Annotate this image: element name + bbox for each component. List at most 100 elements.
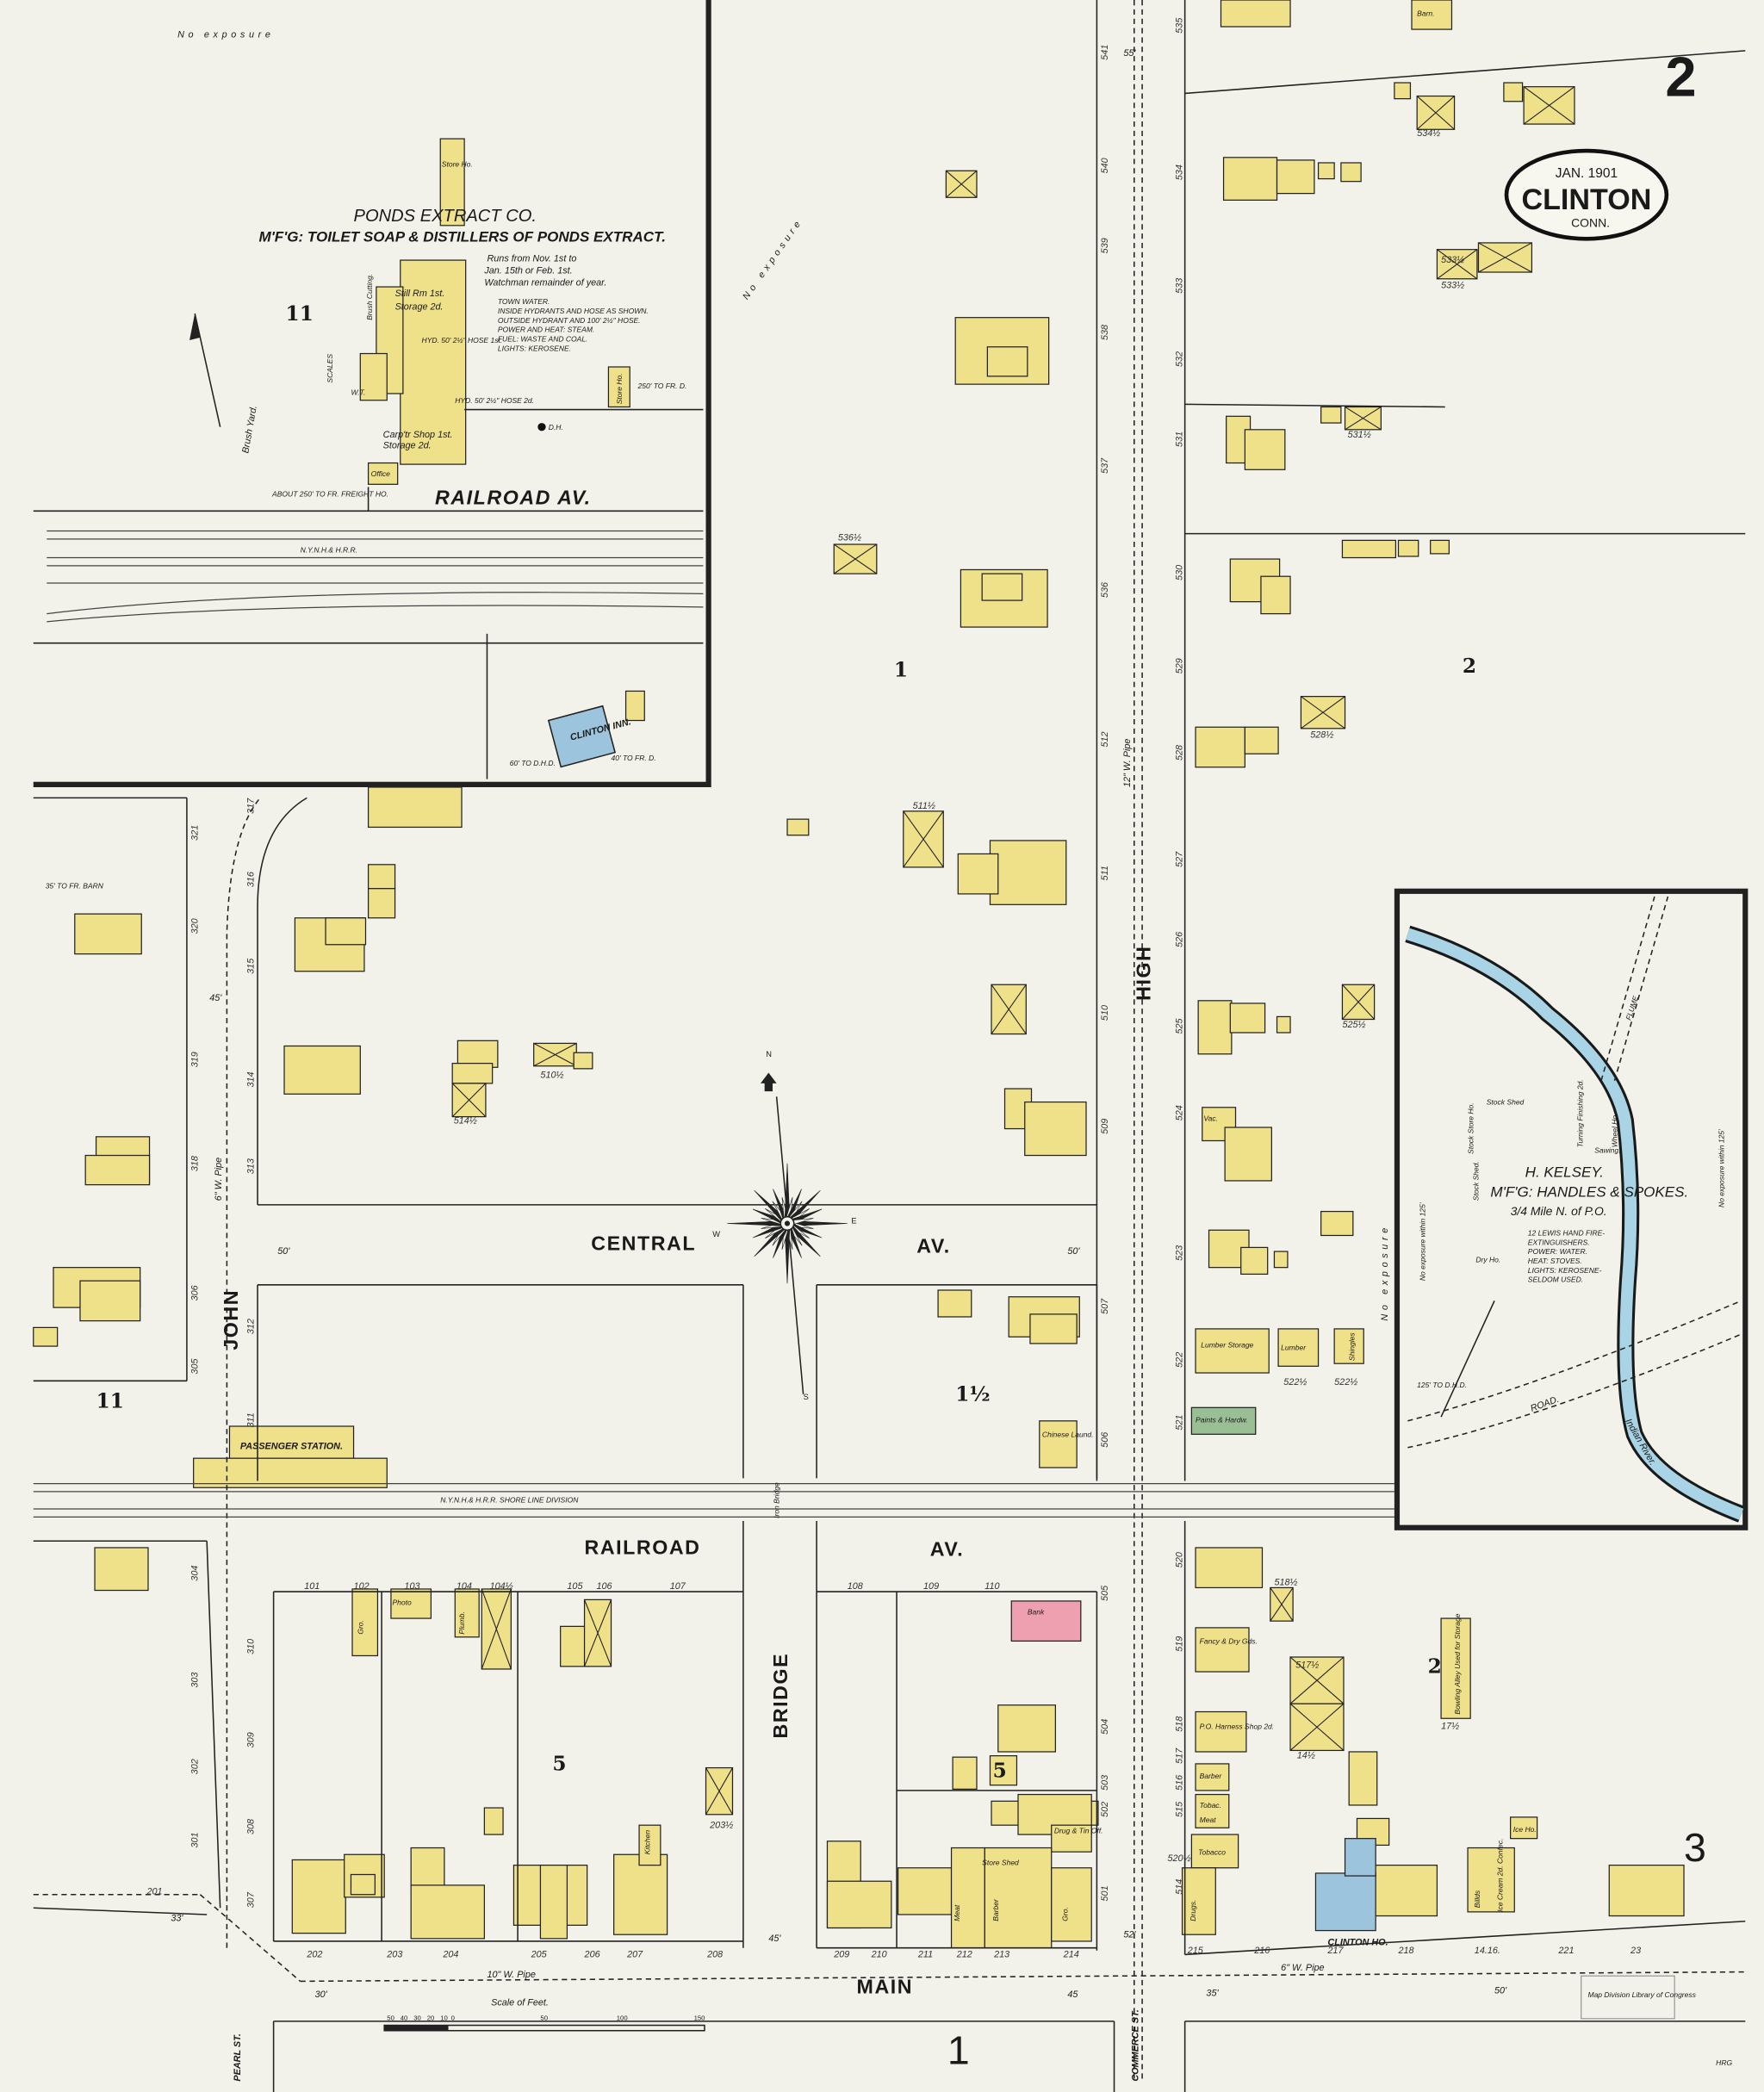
house-number: 501: [1100, 1885, 1110, 1901]
house-number: 515: [1175, 1801, 1185, 1817]
street-commerce: COMMERCE ST.: [1130, 2009, 1140, 2081]
building-label: Drugs.: [1189, 1900, 1197, 1921]
house-number: 208: [706, 1950, 723, 1960]
adjacent-sheet-1: 1: [947, 2027, 970, 2072]
width-label: 30': [315, 1990, 328, 2000]
cross-mark: [1270, 1587, 1294, 1622]
building: [1341, 539, 1397, 559]
house-number: 210: [871, 1950, 887, 1960]
house-number: 306: [189, 1284, 200, 1301]
building: [624, 690, 645, 722]
building: [283, 1045, 361, 1095]
block-number: 2: [1428, 1655, 1442, 1679]
house-number: 201: [146, 1887, 162, 1897]
building-label: Office: [371, 469, 391, 478]
building-label: Vac.: [1203, 1114, 1218, 1122]
compass-e: E: [851, 1217, 856, 1226]
cross-mark: [1342, 984, 1376, 1020]
house-number: 214: [1063, 1950, 1079, 1960]
house-number: 527: [1175, 851, 1185, 867]
house-number: 514½: [454, 1115, 477, 1126]
building: [1240, 1246, 1269, 1276]
building: [79, 1280, 141, 1322]
building: [1190, 1406, 1257, 1435]
width-label: 35': [1206, 1988, 1219, 1998]
block-number: 11: [96, 1389, 124, 1412]
house-number: 110: [984, 1581, 999, 1592]
house-number: 217: [1326, 1946, 1344, 1956]
building: [1195, 726, 1245, 768]
pipe-label: 12" W. Pipe: [1122, 739, 1133, 787]
building: [367, 864, 396, 890]
kelsey-note: EXTINGUISHERS.: [1528, 1238, 1590, 1246]
building-label: Ice Cream 2d. Confec.: [1495, 1839, 1504, 1912]
building-label: Chinese Laund.: [1042, 1430, 1094, 1438]
title-date: JAN. 1901: [1556, 166, 1618, 181]
building-label: Lumber: [1281, 1344, 1307, 1352]
building: [638, 1824, 662, 1866]
building: [539, 1865, 568, 1940]
house-number: 321: [189, 825, 200, 841]
building-label: Paints & Hardw.: [1196, 1415, 1248, 1424]
house-number: 536: [1100, 581, 1110, 598]
house-number: 206: [584, 1950, 601, 1960]
building: [1195, 1763, 1230, 1791]
building: [1467, 1847, 1515, 1913]
building: [1244, 726, 1279, 754]
house-number: 534½: [1417, 128, 1440, 139]
block-number: 1½: [955, 1383, 990, 1406]
house-number: 533: [1175, 278, 1185, 294]
street-railroad-av: AV.: [930, 1537, 965, 1560]
building-label: Dry Ho.: [1475, 1255, 1500, 1263]
clinton-inn-building: [547, 705, 617, 768]
building: [1195, 1627, 1250, 1673]
house-number: 221: [1557, 1946, 1574, 1956]
building: [826, 1880, 892, 1929]
ponds-protection: POWER AND HEAT: STEAM.: [498, 326, 594, 334]
house-number: 530: [1175, 565, 1185, 580]
distance-note: 40' TO FR. D.: [612, 754, 656, 762]
block-number: 1: [894, 658, 908, 681]
building-label: Tobacco: [1198, 1847, 1226, 1856]
building-label: Meat: [953, 1904, 961, 1921]
scale-tick-label: 10: [440, 2014, 448, 2021]
inset-ponds-extract: [33, 0, 711, 787]
building-label: P.O. Harness Shop 2d.: [1200, 1723, 1274, 1731]
pipe-label: 6" W. Pipe: [214, 1158, 224, 1201]
building: [1348, 1751, 1378, 1806]
house-number: 316: [245, 871, 256, 887]
building: [1397, 539, 1419, 557]
water-tank-label: W.T.: [351, 388, 365, 397]
ponds-protection: INSIDE HYDRANTS AND HOSE AS SHOWN.: [498, 307, 649, 315]
building: [367, 888, 396, 919]
ponds-note: Runs from Nov. 1st to: [487, 254, 576, 264]
building: [1374, 1865, 1438, 1917]
pipe-label: 10" W. Pipe: [487, 1970, 535, 1980]
compass-s: S: [804, 1393, 809, 1401]
building-label: Gro.: [356, 1620, 364, 1635]
house-number: 14.16.: [1475, 1946, 1500, 1956]
building: [1440, 1617, 1471, 1719]
block-numbers: 11 1 2 11 1½ 5 5 2 3 1: [96, 302, 1706, 2073]
building: [400, 259, 467, 465]
house-number: 14½: [1297, 1751, 1315, 1761]
bridge-label: Iron Bridge: [773, 1482, 781, 1518]
north-arrow-icon: [1440, 1301, 1495, 1418]
house-number: 525: [1175, 1018, 1185, 1034]
building-label: Ice Ho.: [1513, 1825, 1537, 1834]
building: [1608, 1865, 1685, 1917]
house-number: 23: [1630, 1946, 1641, 1956]
house-number: 215: [1187, 1946, 1204, 1956]
building: [986, 346, 1028, 377]
distance-note: ABOUT 250' TO FR. FREIGHT HO.: [271, 489, 388, 498]
house-number: 105: [567, 1581, 583, 1592]
building: [981, 573, 1023, 601]
building: [950, 1847, 985, 1949]
width-label: 45': [209, 993, 222, 1003]
scale-bar-fill: [384, 2025, 449, 2031]
house-number: 540: [1100, 158, 1110, 173]
library-stamp: [1581, 1975, 1675, 2020]
kelsey-name: H. KELSEY.: [1525, 1164, 1604, 1180]
house-number: 103: [404, 1581, 419, 1592]
